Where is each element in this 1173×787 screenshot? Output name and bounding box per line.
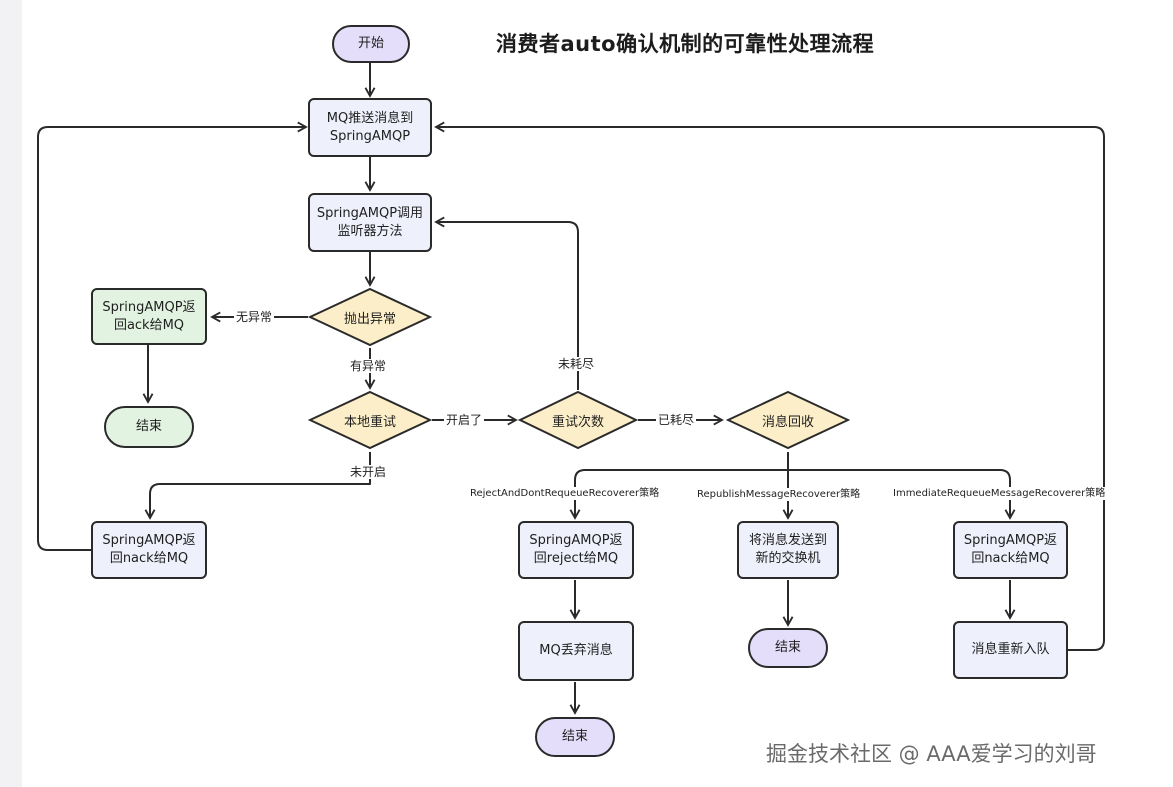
local-retry-decision: 本地重试 <box>307 390 433 450</box>
label-exhausted: 已耗尽 <box>656 413 697 427</box>
return-reject-node: SpringAMQP返 回reject给MQ <box>518 521 634 579</box>
end-node-bottom: 结束 <box>535 717 615 757</box>
throw-exception-shape <box>307 287 433 347</box>
retry-count-decision: 重试次数 <box>517 390 639 450</box>
send-to-exchange-node: 将消息发送到 新的交换机 <box>737 521 839 579</box>
retry-count-label: 重试次数 <box>551 414 604 430</box>
policy-reject-label: RejectAndDontRequeueRecoverer策略 <box>470 487 660 500</box>
label-not-enabled: 未开启 <box>348 465 389 479</box>
msg-recover-shape <box>725 390 851 450</box>
diagram-title: 消费者auto确认机制的可靠性处理流程 <box>496 32 875 56</box>
local-retry-shape <box>307 390 433 450</box>
throw-exception-label: 抛出异常 <box>343 311 396 327</box>
label-no-exception: 无异常 <box>234 310 275 324</box>
label-has-exception: 有异常 <box>348 359 389 373</box>
return-ack-node: SpringAMQP返 回ack给MQ <box>91 288 207 345</box>
left-gutter <box>0 0 22 787</box>
edge-nack-loop-back <box>37 127 306 551</box>
retry-count-shape <box>517 390 639 450</box>
call-listener-node: SpringAMQP调用 监听器方法 <box>308 193 432 252</box>
local-retry-label: 本地重试 <box>343 414 396 430</box>
msg-recover-label: 消息回收 <box>761 414 814 430</box>
mq-push-node: MQ推送消息到 SpringAMQP <box>308 98 432 157</box>
label-not-exhausted: 未耗尽 <box>556 357 597 371</box>
policy-republish-label: RepublishMessageRecoverer策略 <box>697 488 861 501</box>
edge-requeue-loop-back <box>436 127 1105 651</box>
return-nack-right-node: SpringAMQP返 回nack给MQ <box>953 521 1068 579</box>
watermark-text: 掘金技术社区 @ AAA爱学习的刘哥 <box>766 742 1097 766</box>
edge-not-exhausted <box>436 222 579 390</box>
edge-recover-branch-bar <box>574 469 1011 481</box>
throw-exception-decision: 抛出异常 <box>307 287 433 347</box>
msg-recover-decision: 消息回收 <box>725 390 851 450</box>
end-node-mid: 结束 <box>748 628 828 668</box>
start-node: 开始 <box>332 25 410 63</box>
label-enabled: 开启了 <box>444 413 485 427</box>
edge-not-enabled <box>150 452 371 518</box>
requeue-node: 消息重新入队 <box>953 621 1068 679</box>
policy-immediate-label: ImmediateRequeueMessageRecoverer策略 <box>893 487 1106 500</box>
end-node-left: 结束 <box>104 406 194 448</box>
mq-discard-node: MQ丢弃消息 <box>518 621 634 681</box>
return-nack-left-node: SpringAMQP返 回nack给MQ <box>91 521 207 579</box>
